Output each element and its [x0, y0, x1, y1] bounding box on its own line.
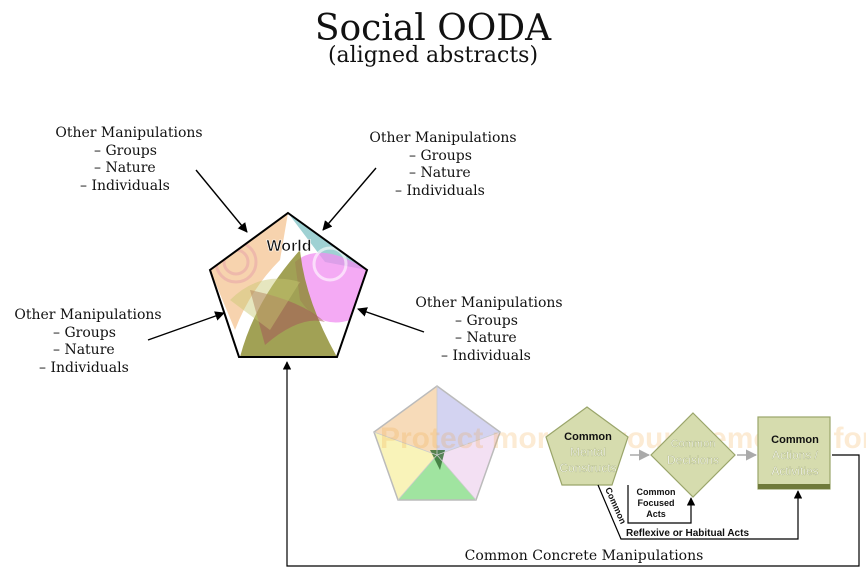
node-decisions-line1: Decisions [667, 453, 719, 467]
node-decisions: Common Decisions [650, 412, 736, 498]
world-label: World [266, 238, 311, 255]
arrow-top-right-to-world [322, 167, 377, 231]
manipulations-item: – Nature [53, 342, 115, 358]
manipulations-left: Other Manipulations – Groups – Nature – … [14, 307, 161, 376]
manipulations-item: – Individuals [80, 178, 170, 194]
node-mental-constructs: Common Mental Constructs [545, 406, 629, 486]
page-subtitle: (aligned abstracts) [328, 43, 538, 68]
node-actions-top: Common [771, 434, 819, 446]
manipulations-heading: Other Manipulations [415, 295, 562, 311]
path-focused-acts [627, 485, 696, 524]
path-reflexive-acts [597, 484, 803, 540]
manipulations-item: – Groups [409, 148, 472, 164]
node-mental-line2: Constructs [559, 461, 616, 475]
manipulations-item: – Groups [455, 313, 518, 329]
path-concrete-manipulations [282, 361, 860, 567]
node-actions-line2: Activities [771, 464, 818, 478]
world-pentagon: World [208, 211, 369, 358]
node-mental-top: Common [564, 431, 612, 443]
manipulations-item: – Individuals [441, 348, 531, 364]
manipulations-item: – Individuals [395, 183, 485, 199]
focused-label-2: Focused [637, 498, 674, 508]
page-title: Social OODA [315, 8, 552, 49]
manipulations-heading: Other Manipulations [369, 130, 516, 146]
manipulations-item: – Nature [409, 165, 471, 181]
manipulations-item: – Nature [94, 160, 156, 176]
manipulations-heading: Other Manipulations [55, 125, 202, 141]
arrow-right-to-world [357, 307, 425, 333]
manipulations-top-left: Other Manipulations – Groups – Nature – … [55, 125, 202, 194]
arrow-top-left-to-world [195, 169, 248, 233]
focused-label-3: Acts [646, 509, 666, 519]
manipulations-top-right: Other Manipulations – Groups – Nature – … [369, 130, 516, 199]
manipulations-right: Other Manipulations – Groups – Nature – … [415, 295, 562, 364]
manipulations-heading: Other Manipulations [14, 307, 161, 323]
node-mental-line1: Mental [570, 445, 606, 459]
manipulations-item: – Groups [94, 143, 157, 159]
reflexive-label: Reflexive or Habitual Acts [626, 528, 749, 539]
manipulations-item: – Nature [455, 330, 517, 346]
node-actions: Common Actions / Activities [757, 416, 831, 490]
focused-label-1: Common [637, 487, 676, 497]
manipulations-item: – Individuals [39, 360, 129, 376]
small-pentagon [373, 385, 501, 501]
concrete-label: Common Concrete Manipulations [465, 548, 704, 564]
node-actions-line1: Actions / [772, 448, 819, 462]
manipulations-item: – Groups [53, 325, 116, 341]
node-decisions-top: Common [671, 438, 716, 450]
arrow-left-to-world [147, 311, 225, 341]
